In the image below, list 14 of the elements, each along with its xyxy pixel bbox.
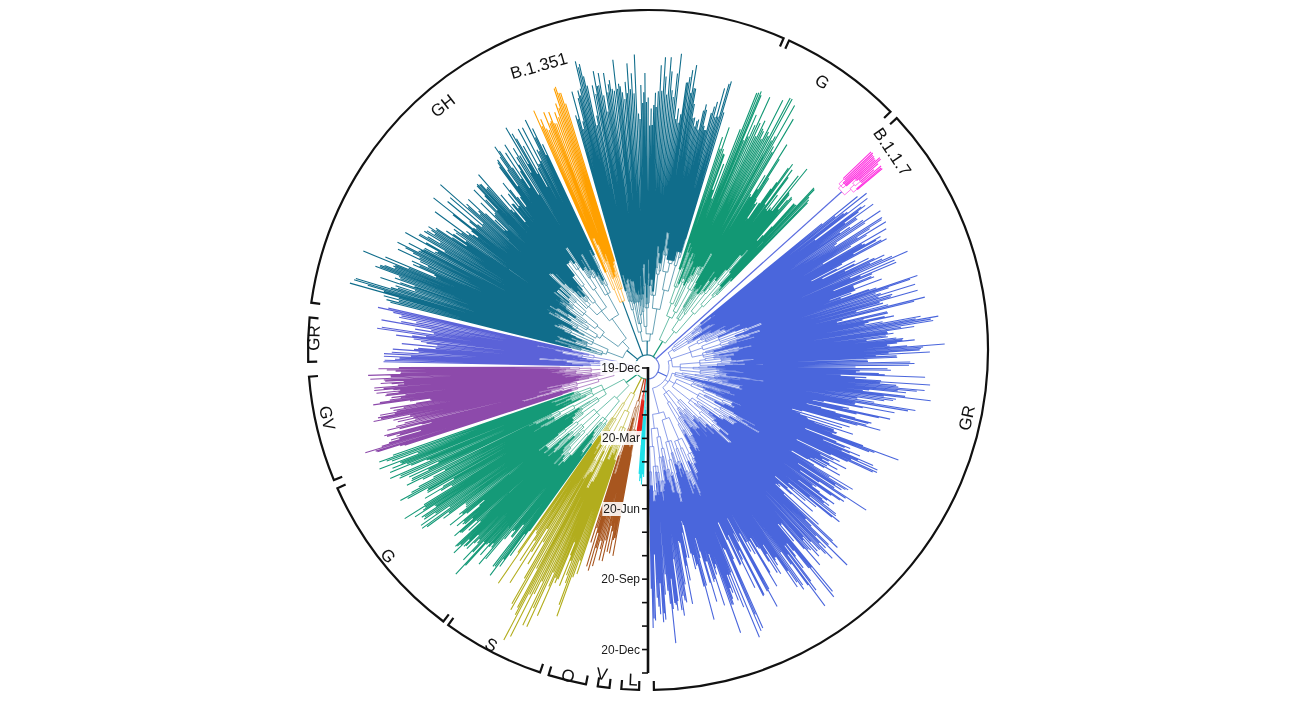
clade-label: G (377, 545, 399, 567)
clade-label: GR (955, 403, 978, 432)
date-label: 20-Jun (602, 501, 641, 516)
clade-label: V (595, 664, 610, 683)
date-label: 20-Dec (600, 642, 641, 657)
date-label: 20-Sep (600, 572, 641, 587)
clade-label: B.1.351 (508, 49, 570, 83)
clade-label: S (482, 634, 501, 656)
clade-label: GV (316, 404, 338, 432)
clade-label: L (627, 670, 639, 689)
clade-label: GH (427, 91, 459, 121)
clade-label: G (812, 70, 833, 93)
date-label: 19-Dec (600, 361, 641, 375)
date-label: 20-Mar (601, 431, 641, 446)
